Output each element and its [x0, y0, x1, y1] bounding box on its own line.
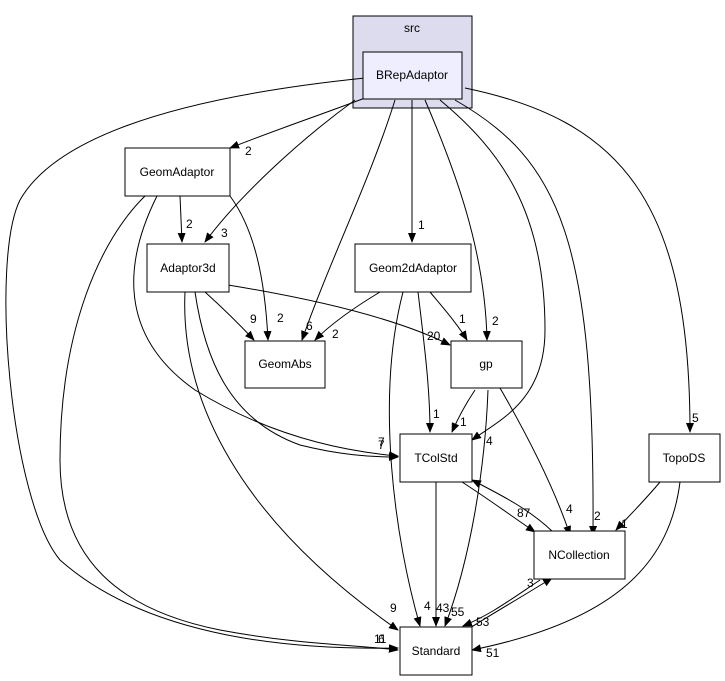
label-brep-geomabs: 6 — [306, 319, 313, 333]
edge-brep-standard — [5, 77, 399, 653]
node-gp[interactable]: gp — [450, 340, 523, 389]
label-gp-ncollection: 4 — [566, 502, 573, 516]
node-box[interactable] — [399, 626, 473, 676]
edge-brep-ncollection — [454, 99, 598, 536]
edge-topods-ncollection — [615, 481, 661, 531]
node-topods[interactable]: TopoDS — [648, 433, 721, 483]
label-gp-tcolstd: 1 — [460, 415, 467, 429]
label-brep-standard: 11 — [374, 632, 387, 646]
edge-gp-tcolstd — [451, 389, 476, 433]
edge-brep-geomadaptor — [229, 97, 366, 149]
label-topods-ncollection: 1 — [621, 517, 628, 531]
edge-adaptor3d-gp — [227, 284, 451, 346]
node-adaptor3d[interactable]: Adaptor3d — [146, 243, 230, 293]
label-adaptor3d-geomabs: 9 — [250, 312, 257, 326]
edge-adaptor3d-tcolstd — [194, 291, 399, 461]
label-geomadaptor-geomabs: 2 — [277, 311, 284, 325]
edge-geom2d-standard — [388, 291, 422, 627]
node-box[interactable] — [362, 51, 463, 100]
label-geomadaptor-tcolstd: 7 — [378, 438, 385, 452]
edge-geomadaptor-tcolstd — [133, 195, 399, 460]
node-box[interactable] — [244, 340, 326, 389]
node-label: Adaptor3d — [160, 261, 215, 275]
label-geomadaptor-standard: 6 — [378, 632, 385, 646]
label-geomadaptor-adaptor3d: 2 — [186, 217, 193, 231]
node-label: BRepAdaptor — [376, 68, 448, 82]
label-topods-standard: 51 — [486, 646, 500, 660]
label-brep-geomadaptor: 2 — [245, 144, 252, 158]
edge-geomadaptor-adaptor3d — [177, 195, 186, 243]
node-label: NCollection — [548, 548, 609, 562]
label-geom2d-standard: 4 — [424, 599, 431, 613]
node-label: Geom2dAdaptor — [369, 261, 457, 275]
label-ncollection-standard: 53 — [476, 615, 490, 629]
label-adaptor3d-gp: 20 — [427, 329, 441, 343]
label-adaptor3d-tcolstd: 7 — [378, 435, 385, 449]
edge-tcolstd-ncollection — [461, 481, 536, 533]
edge-labels: 2 3 1 6 2 4 2 5 11 2 2 7 6 9 20 7 9 2 1 … — [186, 144, 699, 660]
node-box[interactable] — [648, 433, 721, 483]
label-adaptor3d-standard: 9 — [390, 601, 397, 615]
node-label: Standard — [412, 644, 461, 658]
edge-brep-tcolstd — [439, 99, 546, 441]
node-box[interactable] — [399, 433, 473, 483]
node-ncollection[interactable]: NCollection — [533, 530, 626, 580]
label-tcolstd-standard: 43 — [436, 601, 450, 615]
node-box[interactable] — [146, 243, 230, 293]
label-geom2d-geomabs: 2 — [332, 327, 339, 341]
edge-brep-topods — [464, 87, 694, 433]
node-box[interactable] — [124, 147, 231, 197]
edge-topods-standard — [471, 481, 681, 653]
node-box[interactable] — [450, 340, 523, 389]
node-label: TopoDS — [663, 451, 706, 465]
edge-geom2d-geomabs — [314, 291, 381, 341]
label-brep-geom2d: 1 — [418, 218, 425, 232]
label-brep-adaptor3d: 3 — [221, 226, 228, 240]
label-standard-ncollection: 3 — [527, 576, 534, 590]
edge-gp-ncollection — [499, 387, 571, 536]
node-tcolstd[interactable]: TColStd — [399, 433, 473, 483]
label-brep-topods: 5 — [692, 411, 699, 425]
node-geomadaptor[interactable]: GeomAdaptor — [124, 147, 231, 197]
edge-adaptor3d-standard — [184, 291, 399, 631]
edge-ncollection-standard — [462, 579, 541, 627]
edge-standard-ncollection — [469, 577, 553, 629]
edge-brep-adaptor3d — [204, 99, 356, 243]
node-box[interactable] — [354, 243, 472, 293]
node-standard[interactable]: Standard — [399, 626, 473, 676]
edge-geom2d-tcolstd — [417, 291, 434, 433]
edge-gp-standard — [444, 389, 489, 627]
label-brep-ncollection: 2 — [594, 509, 601, 523]
label-gp-standard: 55 — [451, 605, 465, 619]
node-label: gp — [479, 357, 493, 371]
edge-brep-geomabs — [301, 99, 396, 341]
cluster-label: src — [404, 21, 420, 35]
edge-geomadaptor-geomabs — [229, 195, 272, 341]
node-geom2dadaptor[interactable]: Geom2dAdaptor — [354, 243, 472, 293]
edges — [5, 77, 694, 653]
node-geomabs[interactable]: GeomAbs — [244, 340, 326, 389]
node-brepadaptor[interactable]: BRepAdaptor — [362, 51, 463, 100]
label-tcolstd-ncollection: 87 — [517, 506, 531, 520]
edge-brep-gp — [424, 99, 491, 341]
label-geom2d-gp: 1 — [459, 312, 466, 326]
node-label: TColStd — [414, 451, 457, 465]
node-box[interactable] — [533, 530, 626, 580]
edge-geomadaptor-standard — [59, 195, 399, 653]
label-brep-gp: 2 — [492, 314, 499, 328]
edge-adaptor3d-geomabs — [204, 291, 255, 341]
node-label: GeomAdaptor — [140, 165, 215, 179]
label-brep-tcolstd: 4 — [486, 434, 493, 448]
label-geom2d-tcolstd: 1 — [433, 407, 440, 421]
edge-geom2d-gp — [429, 291, 468, 341]
edge-ncollection-tcolstd — [471, 479, 554, 533]
node-label: GeomAbs — [258, 357, 311, 371]
